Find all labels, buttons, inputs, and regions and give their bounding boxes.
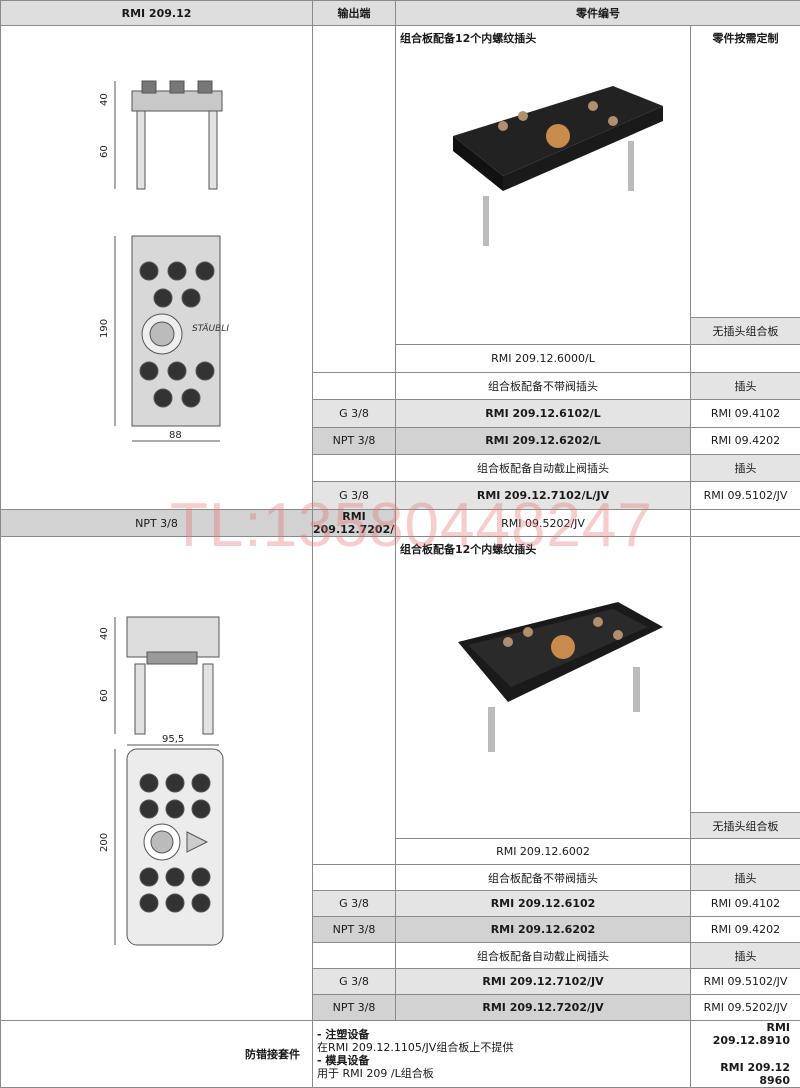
part-cell: RMI 209.12.7102/L/JV <box>396 482 691 510</box>
plug-cell: RMI 09.4102 <box>691 400 800 427</box>
side-view-2 <box>127 617 219 734</box>
header-outlet: 输出端 <box>313 1 396 26</box>
accessory-part1: RMI 209.12.8910 <box>691 1021 790 1047</box>
sub2-plug-label-1: 插头 <box>691 455 800 482</box>
dim2-h3: 200 <box>99 833 110 852</box>
technical-drawing-1: 40 60 STÄUBLI <box>7 26 307 506</box>
block2-photo-cell: 组合板配备12个内螺纹插头 <box>396 537 691 839</box>
outlet-blank-1 <box>313 26 396 373</box>
accessory-line4: 用于 RMI 209 /L组合板 <box>317 1067 690 1080</box>
blank-2-topright <box>691 537 800 813</box>
blank-2a <box>313 865 396 891</box>
dim2-h2: 60 <box>99 689 110 702</box>
dim-w: 88 <box>169 430 182 441</box>
accessory-row: 防错接套件 - 注塑设备 在RMI 209.12.1105/JV组合板上不提供 … <box>1 1021 800 1088</box>
sub2-title-2: 组合板配备自动截止阀插头 <box>396 943 691 969</box>
dim2-w: 95,5 <box>162 734 184 745</box>
sub2-plug-label-2: 插头 <box>691 943 800 969</box>
no-plug-label-2: 无插头组合板 <box>691 813 800 839</box>
thread-cell: NPT 3/8 <box>313 995 396 1021</box>
accessory-part2: RMI 209.12 8960 <box>691 1061 790 1087</box>
plug-cell: RMI 09.5202/JV <box>691 995 800 1021</box>
block2-title: 组合板配备12个内螺纹插头 <box>400 541 686 557</box>
dim-h2: 60 <box>99 145 110 158</box>
accessory-line2: 在RMI 209.12.1105/JV组合板上不提供 <box>317 1041 690 1054</box>
accessory-parts: RMI 209.12.8910 RMI 209.12 8960 <box>691 1021 800 1088</box>
plug-cell: RMI 09.5102/JV <box>691 482 800 510</box>
no-plug-label-1: 无插头组合板 <box>691 317 800 344</box>
no-plug-part-2: RMI 209.12.6002 <box>396 839 691 865</box>
thread-cell: G 3/8 <box>313 969 396 995</box>
dim-h1: 40 <box>99 93 110 106</box>
sub2-title-1: 组合板配备自动截止阀插头 <box>396 455 691 482</box>
thread-cell: G 3/8 <box>313 891 396 917</box>
block1-title: 组合板配备12个内螺纹插头 <box>400 30 686 46</box>
product-photo-1 <box>423 46 663 246</box>
drawing-block1: 40 60 STÄUBLI <box>1 26 313 510</box>
sub1-plug-label-2: 插头 <box>691 865 800 891</box>
side-view-1 <box>132 81 222 189</box>
no-plug-part-1: RMI 209.12.6000/L <box>396 345 691 372</box>
outlet-blank-2 <box>313 537 396 865</box>
technical-drawing-2: 40 60 95,5 <box>7 537 307 1017</box>
thread-cell: G 3/8 <box>313 482 396 510</box>
logo-text-1: STÄUBLI <box>192 323 229 334</box>
header-row: RMI 209.12 输出端 零件编号 <box>1 1 800 26</box>
accessory-line3: - 模具设备 <box>317 1054 690 1067</box>
block1-photo-cell: 组合板配备12个内螺纹插头 <box>396 26 691 345</box>
thread-cell: NPT 3/8 <box>1 510 313 537</box>
part-cell: RMI 209.12.7102/JV <box>396 969 691 995</box>
header-model: RMI 209.12 <box>1 1 313 26</box>
part-cell: RMI 209.12.7202/L/JV <box>313 510 396 537</box>
thread-cell: NPT 3/8 <box>313 427 396 454</box>
custom-note: 零件按需定制 <box>691 26 800 318</box>
drawing-block2: 40 60 95,5 <box>1 537 313 1021</box>
plug-cell: RMI 09.4102 <box>691 891 800 917</box>
sub1-title-2: 组合板配备不带阀插头 <box>396 865 691 891</box>
thread-cell: G 3/8 <box>313 400 396 427</box>
plug-cell: RMI 09.5102/JV <box>691 969 800 995</box>
part-cell: RMI 209.12.7202/JV <box>396 995 691 1021</box>
dim2-h1: 40 <box>99 627 110 640</box>
plug-cell: RMI 09.4202 <box>691 427 800 454</box>
blank-2b <box>313 943 396 969</box>
accessory-desc: - 注塑设备 在RMI 209.12.1105/JV组合板上不提供 - 模具设备… <box>313 1021 691 1088</box>
top-view-2 <box>127 749 223 945</box>
sub1-title-1: 组合板配备不带阀插头 <box>396 372 691 399</box>
accessory-line1: - 注塑设备 <box>317 1028 690 1041</box>
plug-cell: RMI 09.4202 <box>691 917 800 943</box>
part-cell: RMI 209.12.6202 <box>396 917 691 943</box>
plug-cell: RMI 09.5202/JV <box>396 510 691 537</box>
blank-1b <box>313 455 396 482</box>
sub1-plug-label-1: 插头 <box>691 372 800 399</box>
product-photo-2 <box>423 557 663 757</box>
blank-1a <box>313 372 396 399</box>
dim-h3: 190 <box>99 319 110 338</box>
thread-cell: NPT 3/8 <box>313 917 396 943</box>
accessory-label: 防错接套件 <box>1 1021 313 1088</box>
table-row: NPT 3/8 RMI 209.12.7202/L/JV RMI 09.5202… <box>1 510 800 537</box>
part-cell: RMI 209.12.6202/L <box>396 427 691 454</box>
header-part-number: 零件编号 <box>396 1 800 26</box>
part-cell: RMI 209.12.6102/L <box>396 400 691 427</box>
part-cell: RMI 209.12.6102 <box>396 891 691 917</box>
